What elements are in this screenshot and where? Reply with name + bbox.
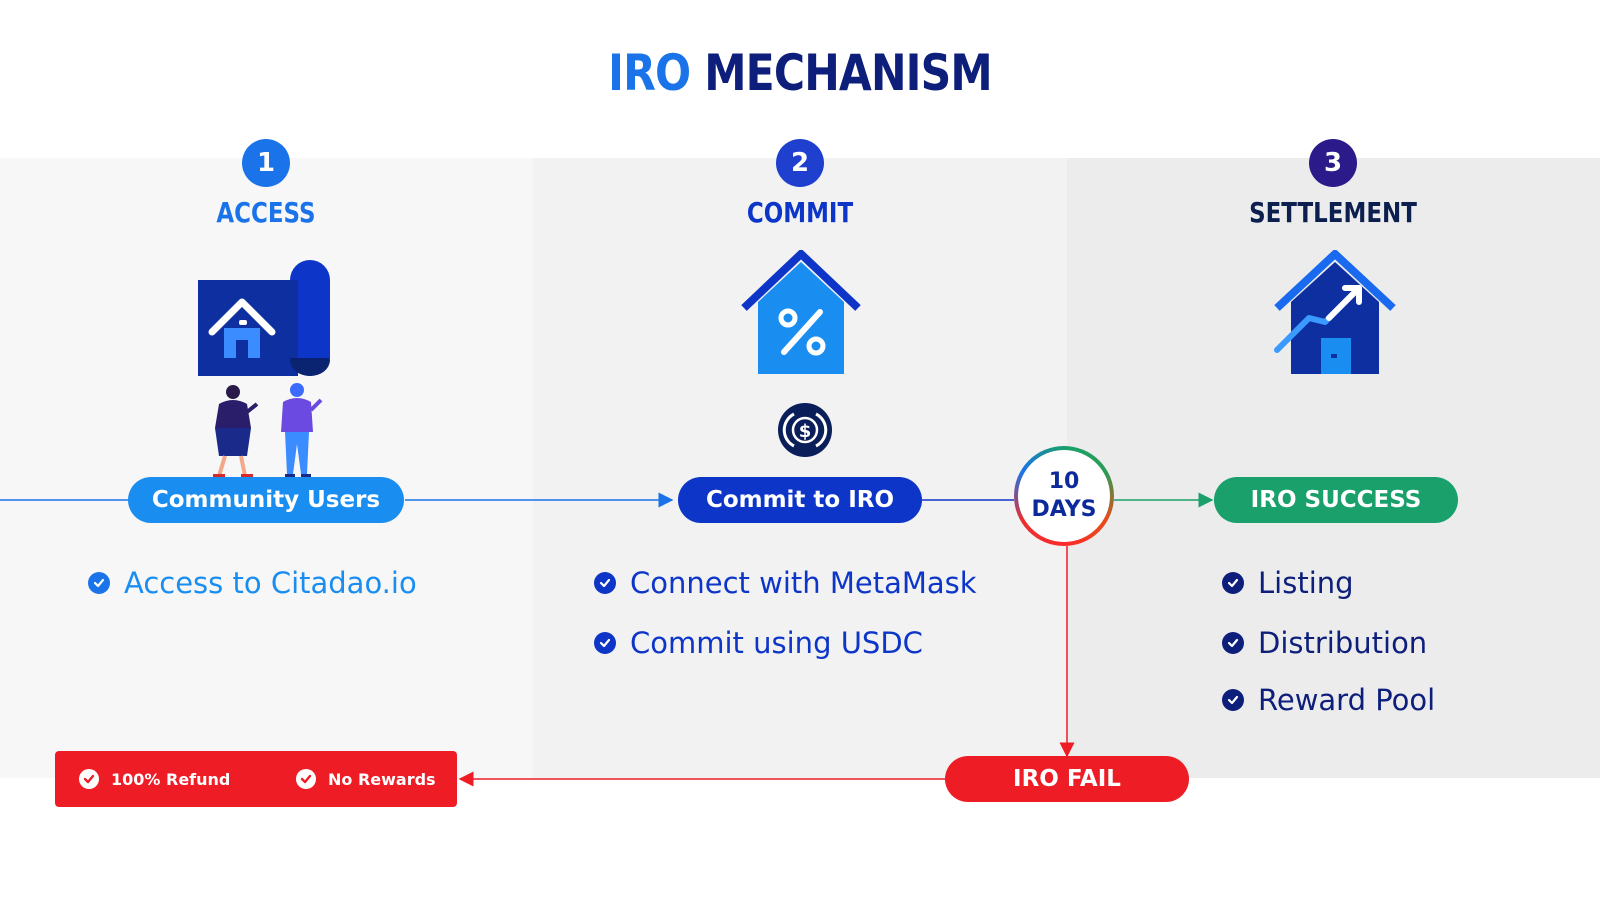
settlement-item: Distribution <box>1222 626 1427 660</box>
commit-item: Connect with MetaMask <box>594 566 977 600</box>
check-icon <box>594 632 616 654</box>
refund-outcome: 100% Refund <box>79 751 230 807</box>
people-icon <box>213 383 323 478</box>
timer-circle: 10 DAYS <box>1014 446 1114 546</box>
commit-item: Commit using USDC <box>594 626 923 660</box>
settlement-item-label: Reward Pool <box>1258 683 1436 717</box>
settlement-item-label: Distribution <box>1258 626 1428 660</box>
commit-to-iro-pill: Commit to IRO <box>678 477 922 523</box>
refund-outcome-label: 100% Refund <box>111 769 231 789</box>
check-icon <box>1222 632 1244 654</box>
step-2-circle: 2 <box>776 139 824 187</box>
step-3-circle: 3 <box>1309 139 1357 187</box>
check-icon <box>79 769 99 789</box>
svg-text:$: $ <box>799 421 812 442</box>
community-users-pill: Community Users <box>128 477 404 523</box>
settlement-item: Reward Pool <box>1222 683 1435 717</box>
check-icon <box>1222 689 1244 711</box>
house-growth-icon <box>1274 250 1396 374</box>
house-percent-icon <box>741 250 861 374</box>
settlement-item-label: Listing <box>1258 566 1354 600</box>
access-column-band <box>0 158 533 778</box>
check-icon <box>88 572 110 594</box>
iro-fail-pill: IRO FAIL <box>945 756 1189 802</box>
timer-value: 10 <box>1048 469 1080 494</box>
title-part1: IRO <box>608 44 691 102</box>
page-title: IRO MECHANISM <box>120 44 1480 102</box>
house-map-icon <box>198 260 330 376</box>
settlement-column-band <box>1067 158 1600 778</box>
check-icon <box>594 572 616 594</box>
access-item: Access to Citadao.io <box>88 566 417 600</box>
usdc-coin-icon: $ <box>778 403 832 457</box>
access-item-label: Access to Citadao.io <box>124 566 417 600</box>
check-icon <box>296 769 316 789</box>
timer-unit: DAYS <box>1031 497 1097 522</box>
no-rewards-outcome-label: No Rewards <box>328 769 436 789</box>
step-2-label: COMMIT <box>746 196 854 229</box>
title-part2: MECHANISM <box>704 44 992 102</box>
iro-success-pill: IRO SUCCESS <box>1214 477 1458 523</box>
no-rewards-outcome: No Rewards <box>296 751 436 807</box>
check-icon <box>1222 572 1244 594</box>
step-1-label: ACCESS <box>216 196 316 229</box>
commit-column-band <box>533 158 1067 778</box>
step-3-label: SETTLEMENT <box>1249 196 1417 229</box>
fail-outcomes-box: 100% Refund No Rewards <box>55 751 457 807</box>
commit-item-label: Connect with MetaMask <box>630 566 977 600</box>
settlement-item: Listing <box>1222 566 1354 600</box>
commit-item-label: Commit using USDC <box>630 626 923 660</box>
step-1-circle: 1 <box>242 139 290 187</box>
